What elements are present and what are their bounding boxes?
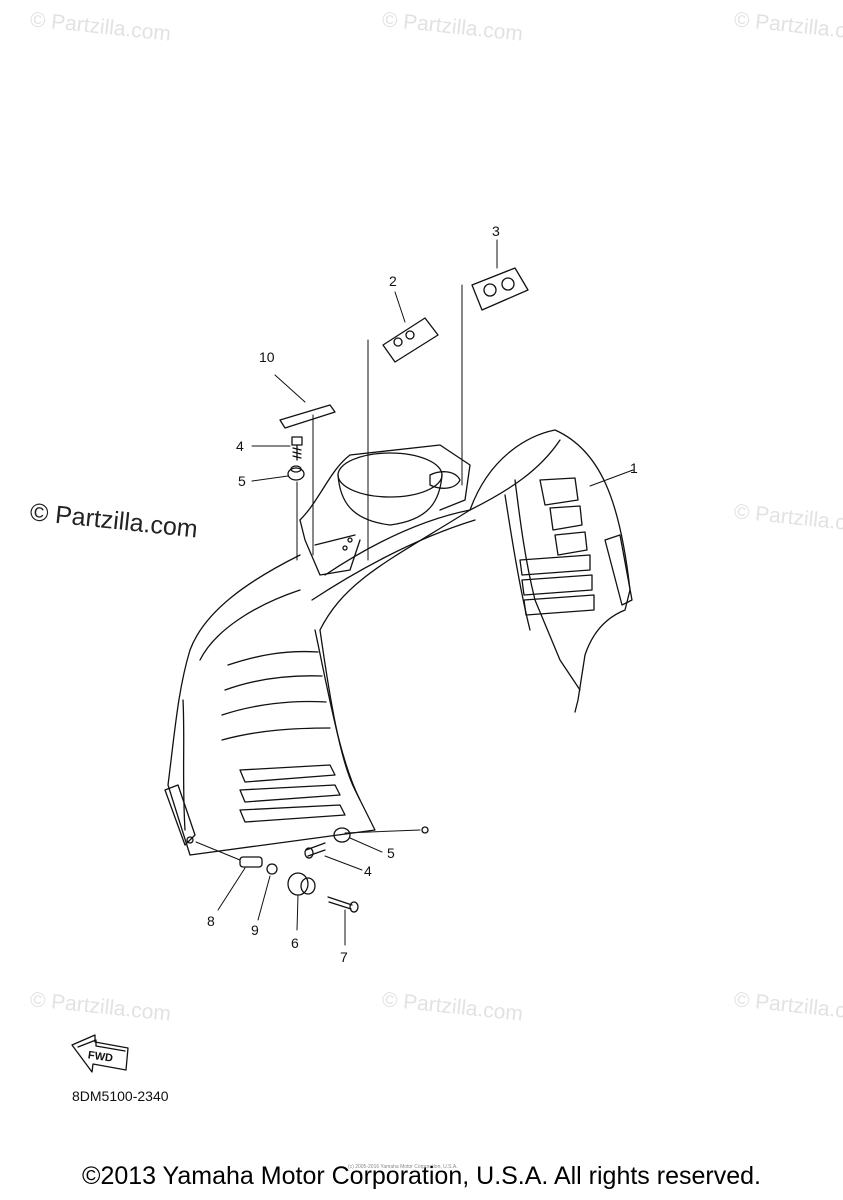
copyright-small: (c) 2005-2016 Yamaha Motor Corporation, … bbox=[348, 1164, 458, 1170]
callout-9: 9 bbox=[251, 922, 259, 938]
leader-lines bbox=[195, 239, 634, 946]
callout-3: 3 bbox=[492, 223, 500, 239]
diagram-code: 8DM5100-2340 bbox=[72, 1088, 169, 1104]
callout-4-bottom: 4 bbox=[364, 863, 372, 879]
callout-8: 8 bbox=[207, 913, 215, 929]
callout-4-top: 4 bbox=[236, 438, 244, 454]
cowling-body bbox=[164, 429, 633, 856]
callout-7: 7 bbox=[340, 949, 348, 965]
callout-1: 1 bbox=[630, 460, 638, 476]
callout-5-bottom: 5 bbox=[387, 845, 395, 861]
callout-2: 2 bbox=[389, 273, 397, 289]
parts-small bbox=[239, 267, 529, 913]
copyright-footer: ©2013 Yamaha Motor Corporation, U.S.A. A… bbox=[82, 1162, 761, 1190]
fwd-label: FWD bbox=[87, 1049, 114, 1064]
callout-6: 6 bbox=[291, 935, 299, 951]
callout-5-top: 5 bbox=[238, 473, 246, 489]
fwd-arrow-icon bbox=[71, 1034, 129, 1073]
callout-labels: 1 2 3 4 5 4 5 6 7 8 9 10 FWD bbox=[87, 223, 638, 1065]
callout-10: 10 bbox=[259, 349, 275, 365]
